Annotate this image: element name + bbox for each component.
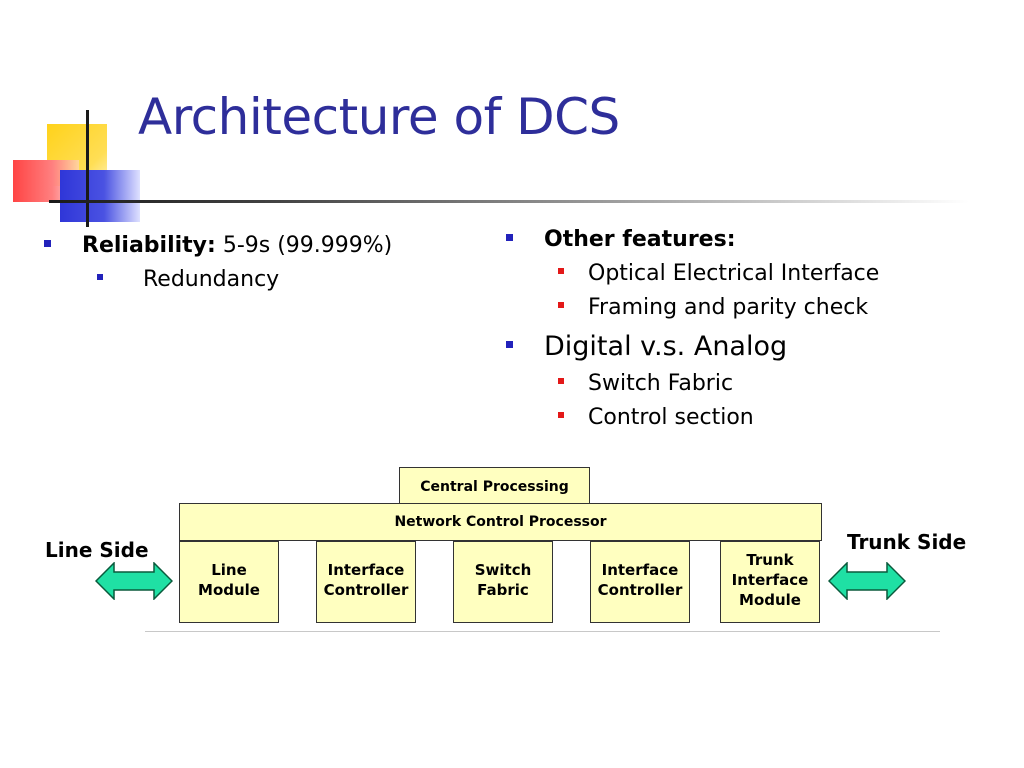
line-side-label: Line Side	[45, 538, 149, 562]
central-processing-box: Central Processing	[399, 467, 590, 506]
bullet-framing-parity: Framing and parity check	[558, 291, 879, 325]
title-underline	[49, 200, 969, 203]
switch-fabric-text: Switch Fabric	[588, 371, 734, 396]
interface-controller-box-2: Interface Controller	[590, 541, 690, 623]
bullet-switch-fabric: Switch Fabric	[558, 367, 879, 401]
bottom-divider	[145, 631, 940, 632]
trunk-side-double-arrow-icon	[828, 562, 906, 600]
bullet-control-section: Control section	[558, 401, 879, 435]
reliability-value: 5-9s (99.999%)	[215, 233, 393, 258]
arrow-shape	[95, 562, 173, 600]
left-bullet-list: Reliability: 5-9s (99.999%) Redundancy	[44, 229, 392, 297]
digital-analog-text: Digital v.s. Analog	[544, 331, 788, 362]
decorative-blue-bar	[60, 170, 140, 222]
bullet-redundancy: Redundancy	[97, 263, 392, 297]
bullet-digital-analog: Digital v.s. Analog	[506, 327, 879, 367]
framing-parity-text: Framing and parity check	[588, 295, 869, 320]
switch-fabric-box: Switch Fabric	[453, 541, 553, 623]
bullet-optical-electrical: Optical Electrical Interface	[558, 257, 879, 291]
right-bullet-list: Other features: Optical Electrical Inter…	[506, 223, 879, 435]
interface-controller-box-1: Interface Controller	[316, 541, 416, 623]
line-side-double-arrow-icon	[95, 562, 173, 600]
other-features-label: Other features:	[544, 227, 736, 252]
redundancy-text: Redundancy	[143, 267, 280, 292]
optical-electrical-text: Optical Electrical Interface	[588, 261, 880, 286]
decorative-vertical-line	[86, 110, 89, 227]
network-control-processor-box: Network Control Processor	[179, 503, 822, 541]
trunk-interface-module-box: Trunk Interface Module	[720, 541, 820, 623]
bullet-reliability: Reliability: 5-9s (99.999%)	[44, 229, 392, 263]
arrow-shape	[828, 562, 906, 600]
reliability-label: Reliability:	[82, 233, 216, 258]
slide-title: Architecture of DCS	[138, 88, 620, 146]
trunk-side-label: Trunk Side	[847, 530, 967, 554]
bullet-other-features: Other features:	[506, 223, 879, 257]
control-section-text: Control section	[588, 405, 754, 430]
line-module-box: Line Module	[179, 541, 279, 623]
